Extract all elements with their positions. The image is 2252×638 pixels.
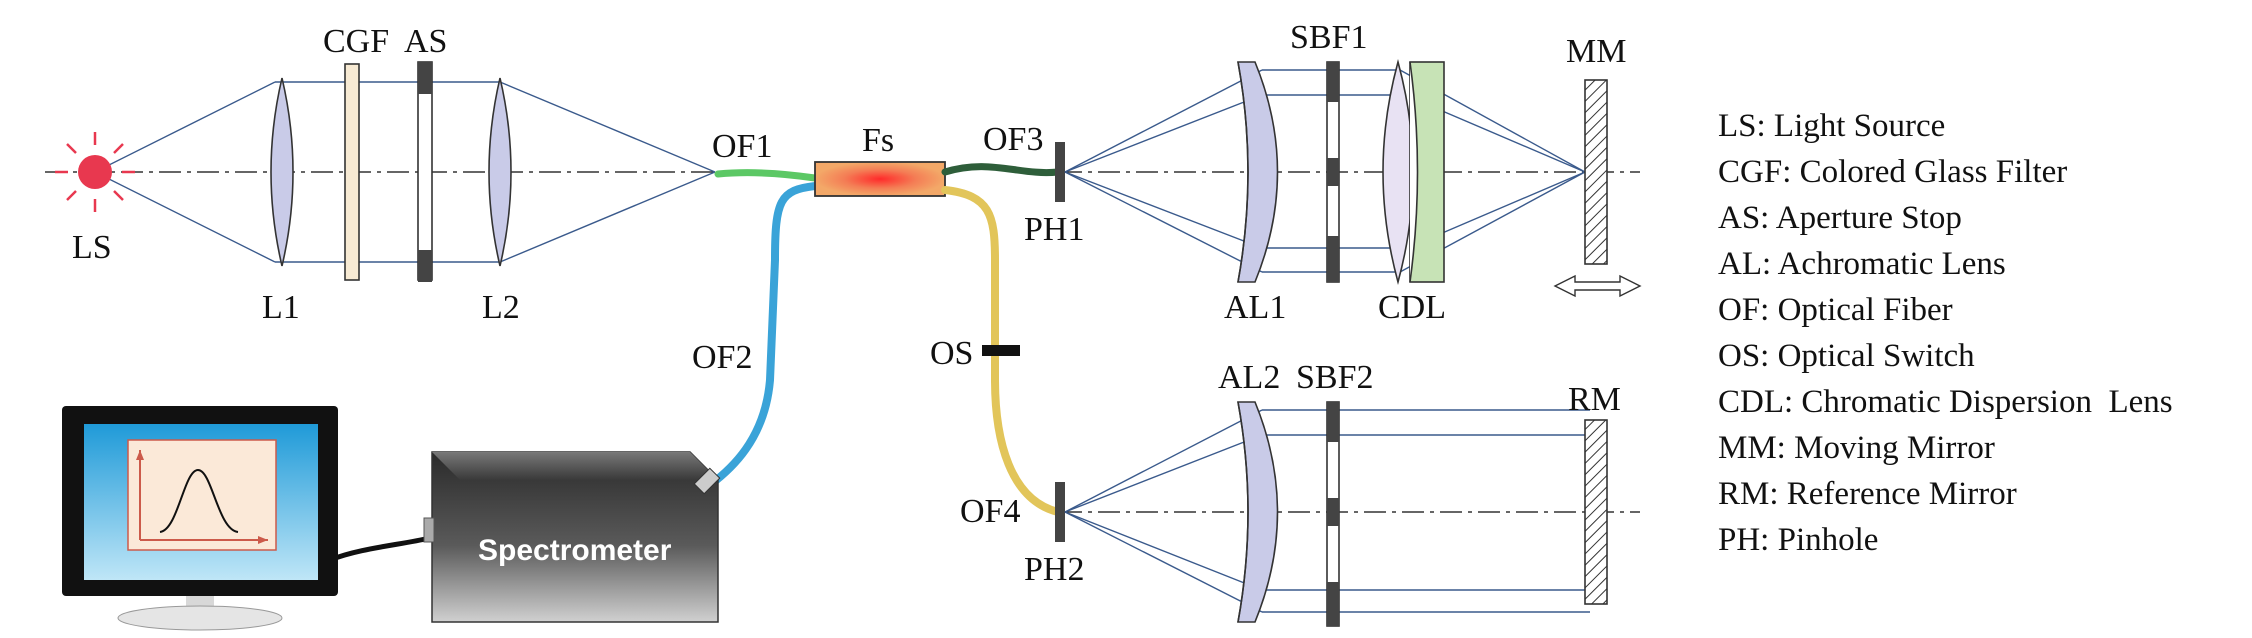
label-cgf: CGF [323, 23, 389, 60]
source-section: LS L1 CGF AS L2 [45, 23, 716, 326]
label-of2: OF2 [692, 339, 752, 376]
label-fs: Fs [862, 122, 894, 159]
monitor-cable [329, 535, 431, 563]
achromatic-lens-al2 [1237, 401, 1279, 623]
colored-glass-filter [344, 63, 360, 281]
label-ph1: PH1 [1024, 211, 1084, 248]
moving-mirror [1584, 79, 1608, 265]
filter-sbf1 [1326, 61, 1340, 283]
label-sbf1: SBF1 [1290, 19, 1368, 56]
measurement-arm: PH1 AL1 SBF1 [1024, 19, 1642, 326]
filter-sbf2 [1326, 401, 1340, 627]
aperture-stop [417, 61, 433, 282]
label-rm: RM [1568, 381, 1621, 418]
legend: LS: Light Source CGF: Colored Glass Filt… [1718, 108, 2173, 558]
legend-item-mm: MM: Moving Mirror [1718, 430, 1995, 466]
fiber-of3 [941, 163, 1062, 177]
label-ph2: PH2 [1024, 551, 1084, 588]
label-al1: AL1 [1224, 289, 1286, 326]
rays-ls-l1 [94, 81, 716, 263]
label-mm: MM [1566, 33, 1626, 70]
pinhole-ph1 [1055, 142, 1065, 202]
legend-item-ls: LS: Light Source [1718, 108, 1945, 144]
pinhole-ph2 [1055, 482, 1065, 542]
label-cdl: CDL [1378, 289, 1446, 326]
legend-item-rm: RM: Reference Mirror [1718, 476, 2017, 512]
reference-mirror [1584, 419, 1608, 605]
legend-item-of: OF: Optical Fiber [1718, 292, 1953, 328]
lens-l2 [488, 77, 512, 267]
label-sbf2: SBF2 [1296, 359, 1374, 396]
optical-switch [982, 345, 1020, 356]
label-of4: OF4 [960, 493, 1020, 530]
fiber-coupler-fs [814, 161, 946, 197]
label-of1: OF1 [712, 128, 772, 165]
fiber-of2 [706, 182, 819, 489]
achromatic-lens-al1 [1237, 61, 1279, 283]
spectrometer-section: Spectrometer [62, 406, 721, 631]
chromatic-dispersion-lens [1382, 58, 1445, 286]
label-l1: L1 [262, 289, 300, 326]
reference-arm: PH2 AL2 SBF2 RM [1024, 359, 1640, 627]
legend-item-al: AL: Achromatic Lens [1718, 246, 2006, 282]
lens-l1 [270, 77, 294, 267]
label-of3: OF3 [983, 121, 1043, 158]
label-as: AS [404, 23, 447, 60]
fiber-section: OF1 OF2 Fs OF3 OF4 OS [692, 121, 1062, 530]
label-l2: L2 [482, 289, 520, 326]
legend-item-os: OS: Optical Switch [1718, 338, 1975, 374]
monitor-icon [62, 406, 338, 631]
fiber-of4 [941, 186, 1062, 516]
rays-upper [1064, 69, 1586, 273]
rays-lower [1064, 409, 1590, 613]
double-arrow-icon [1553, 274, 1642, 298]
legend-item-cgf: CGF: Colored Glass Filter [1718, 154, 2067, 190]
legend-item-as: AS: Aperture Stop [1718, 200, 1962, 236]
legend-item-cdl: CDL: Chromatic Dispersion Lens [1718, 384, 2173, 420]
fiber-of1 [714, 169, 819, 182]
legend-item-ph: PH: Pinhole [1718, 522, 1878, 558]
light-source-icon [55, 132, 135, 212]
spectrometer-box [423, 451, 721, 623]
label-al2: AL2 [1218, 359, 1280, 396]
label-os: OS [930, 335, 973, 372]
label-ls: LS [72, 229, 112, 266]
spectrometer-label: Spectrometer [478, 534, 672, 567]
